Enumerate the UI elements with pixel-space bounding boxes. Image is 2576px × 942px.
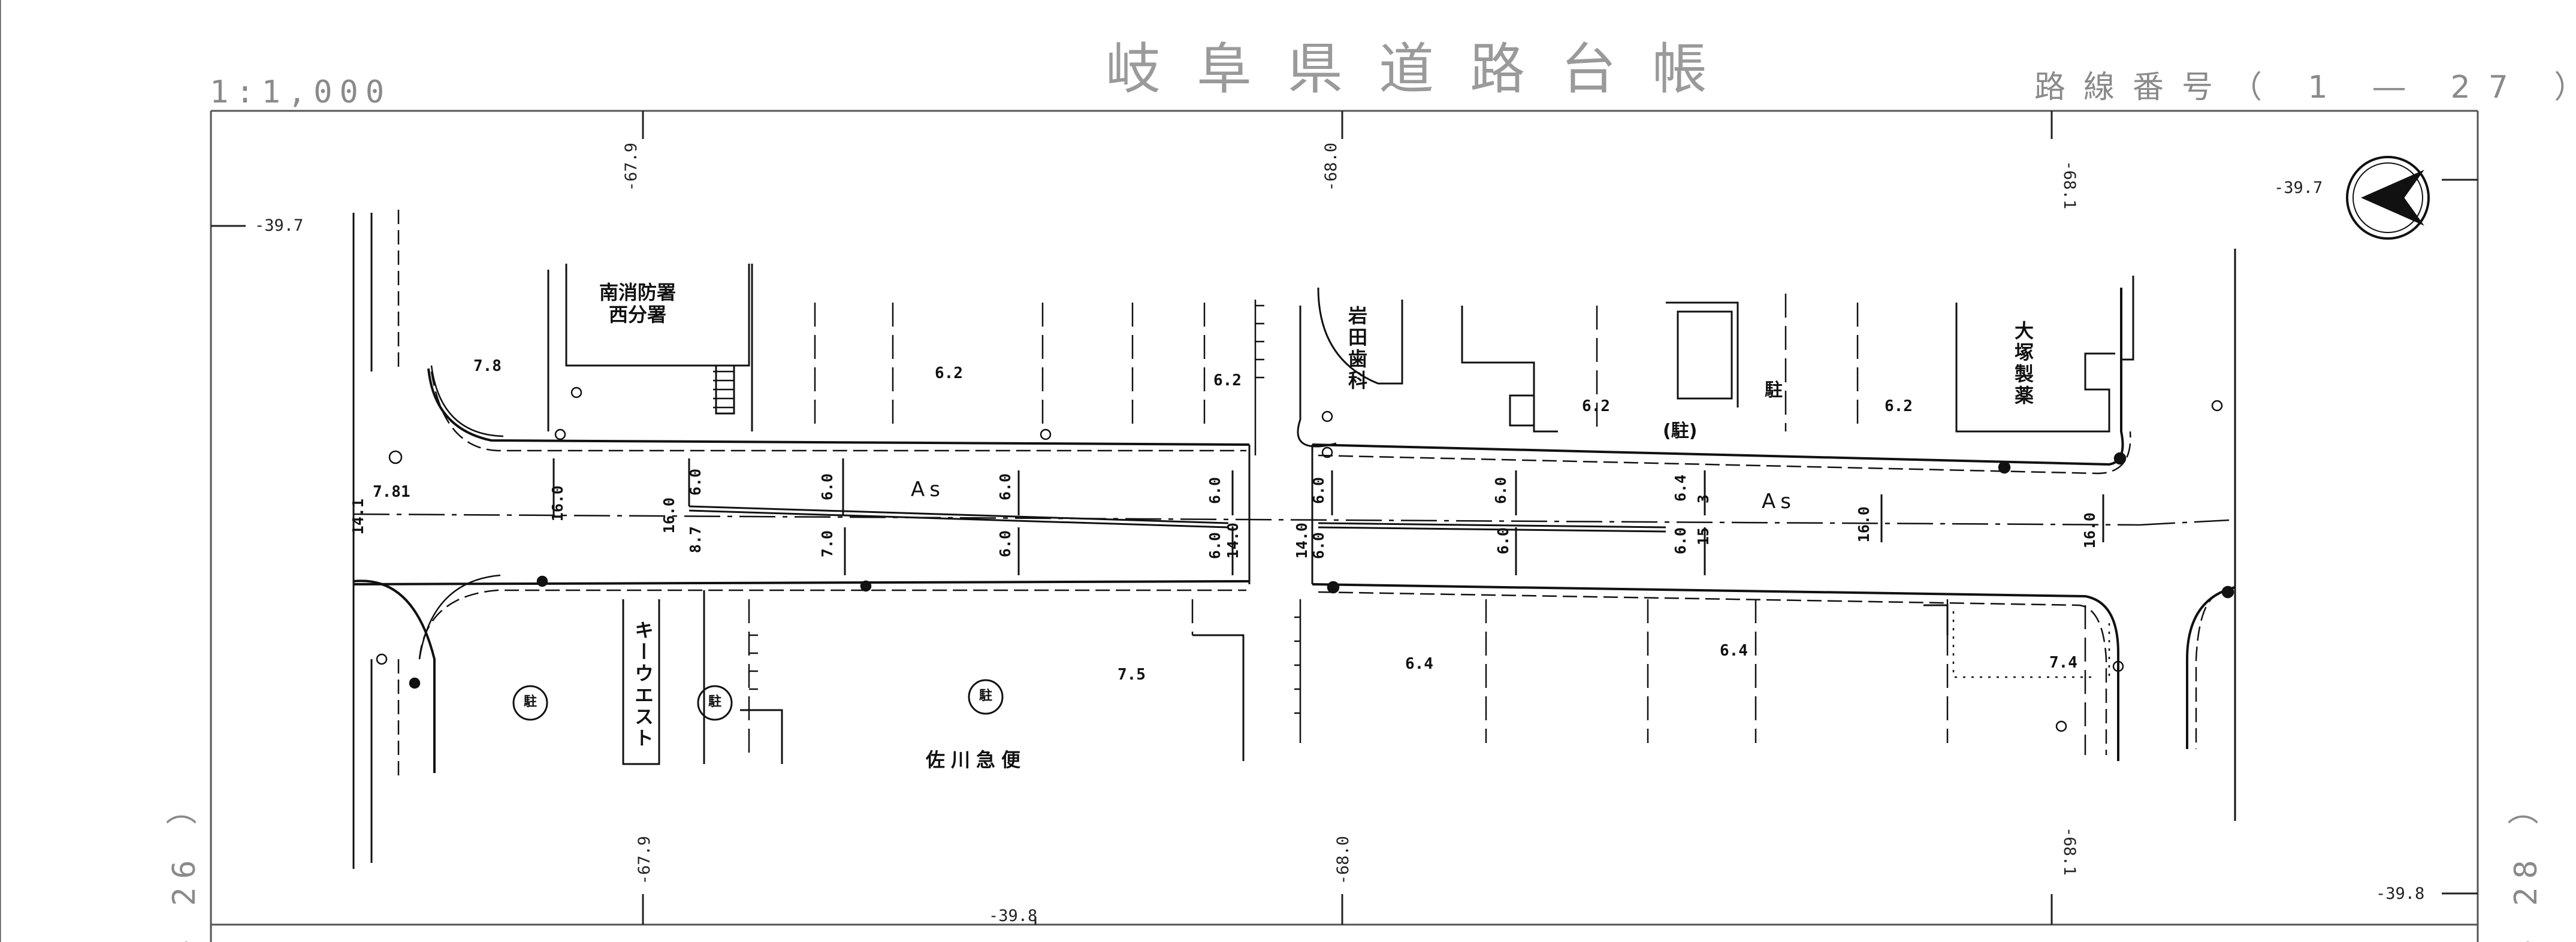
width-label: 6.0	[687, 469, 704, 496]
dental-clinic-label: 岩田歯科	[1345, 306, 1368, 392]
width-label: 16.0	[660, 497, 678, 534]
width-label: 6.0	[1494, 527, 1512, 555]
grid-x-bottom-1: -67.9	[635, 836, 654, 885]
centerline	[353, 513, 2140, 526]
elevation-label: 6.4	[1405, 655, 1433, 673]
grid-x-top-1: -67.9	[622, 143, 641, 192]
width-label: 6.0	[1206, 477, 1224, 505]
width-label: 6.0	[819, 473, 836, 501]
width-label: 6.0	[996, 530, 1014, 558]
route-number: 路線番号（ 1 ― 27 ）	[2034, 70, 2576, 105]
width-label: 7.0	[819, 530, 836, 558]
parking-label: 駐	[708, 695, 722, 709]
elevation-label: 7.4	[2049, 654, 2077, 672]
surface-label: As	[1762, 490, 1796, 514]
elevation-label: 6.2	[935, 364, 963, 382]
fire-station-label: 南消防署 西分署	[599, 281, 677, 326]
grid-y-right-top: -39.7	[2274, 179, 2323, 197]
scale-label: 1:1,000	[210, 74, 392, 110]
width-label: 6.0	[1672, 527, 1689, 555]
parking-label: 駐	[1765, 380, 1783, 401]
sheet-next[interactable]: ― 28 ）	[2508, 785, 2544, 942]
width-label: 6.0	[1492, 477, 1509, 505]
width-label: 3	[1695, 494, 1712, 504]
grid-x-top-2: -68.0	[1322, 143, 1340, 192]
grid-y-right-bottom: -39.8	[2376, 884, 2425, 903]
surface-label: As	[911, 478, 945, 502]
width-label: 6.0	[1310, 477, 1327, 505]
grid-y-bottom: -39.8	[989, 907, 1038, 925]
parking-label: 駐	[524, 695, 537, 709]
sagawa-label: 佐川急便	[926, 748, 1027, 771]
grid-x-bottom-3: -68.1	[2060, 827, 2079, 876]
width-label: 16.0	[549, 485, 566, 522]
width-label: 6.0	[996, 473, 1014, 501]
manhole-icon	[512, 679, 1004, 721]
width-label: 15	[1695, 527, 1712, 546]
elevation-label: 6.4	[1720, 642, 1748, 660]
width-label: 6.0	[1206, 532, 1224, 560]
parking-paren-label: (駐)	[1663, 421, 1698, 442]
width-label: 16.0	[2081, 512, 2098, 549]
width-label: 8.7	[687, 526, 704, 554]
width-label: 14.0	[1293, 523, 1310, 559]
width-label: 6.0	[1310, 532, 1327, 560]
grid-x-top-3: -68.1	[2060, 161, 2079, 210]
pole-icon	[376, 387, 2234, 732]
elevation-label: 7.81	[373, 483, 410, 501]
width-label: 14.1	[349, 499, 367, 535]
grid-y-left: -39.7	[255, 216, 304, 235]
width-label: 16.0	[1855, 506, 1873, 543]
page-title: 岐阜県道路台帳	[1106, 37, 1744, 101]
elevation-label: 7.8	[473, 357, 502, 375]
kiuchi-label: キーウエスト	[632, 620, 654, 750]
elevation-label: 6.2	[1582, 397, 1610, 415]
sheet-prev[interactable]: ― 26 ）	[167, 785, 203, 942]
elevation-label: 7.5	[1118, 666, 1146, 684]
grid-x-bottom-2: -68.0	[1334, 836, 1352, 885]
width-label: 14.0	[1224, 523, 1242, 559]
pharma-label: 大塚製薬	[2012, 321, 2034, 407]
elevation-label: 6.2	[1885, 397, 1913, 415]
width-label: 6.4	[1672, 475, 1689, 502]
north-arrow-icon	[2346, 156, 2430, 240]
elevation-label: 6.2	[1213, 372, 1242, 390]
parking-label: 駐	[979, 689, 993, 704]
